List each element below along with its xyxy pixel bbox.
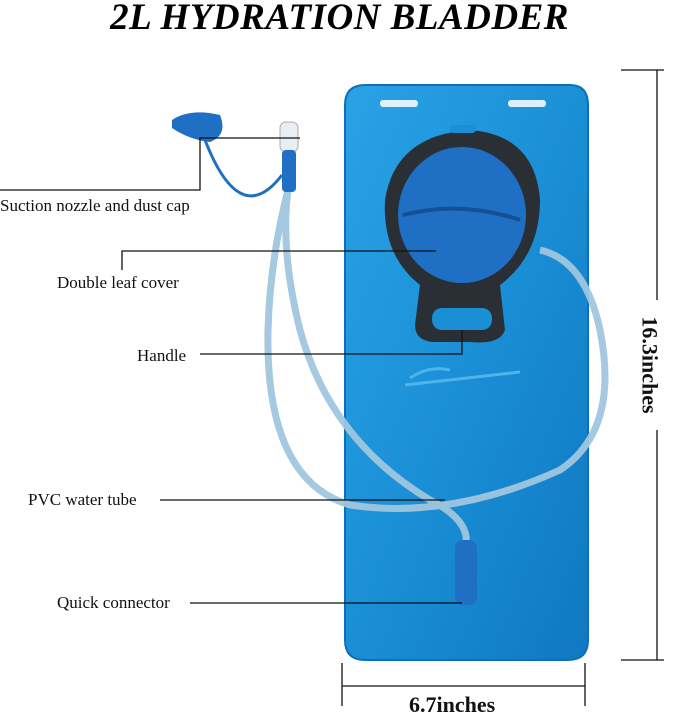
hanging-slot	[380, 100, 418, 107]
hanging-slot	[508, 100, 546, 107]
label-pvc-water-tube: PVC water tube	[28, 490, 137, 509]
height-dimension: 16.3inches	[636, 312, 663, 418]
handle	[432, 308, 492, 330]
label-handle: Handle	[137, 346, 187, 365]
width-dimension: 6.7inches	[405, 692, 500, 718]
label-double-leaf-cover: Double leaf cover	[57, 273, 179, 292]
quick-connector	[455, 540, 477, 605]
dust-cap	[172, 112, 223, 142]
water-tube	[264, 189, 609, 546]
label-quick-connector: Quick connector	[57, 593, 170, 612]
page-title: 2L HYDRATION BLADDER	[110, 0, 569, 38]
annotation-lines	[0, 69, 664, 706]
brand-logo	[404, 367, 521, 387]
label-suction-nozzle: Suction nozzle and dust cap	[0, 196, 190, 215]
double-leaf-cover	[384, 125, 540, 343]
suction-nozzle	[172, 112, 299, 198]
